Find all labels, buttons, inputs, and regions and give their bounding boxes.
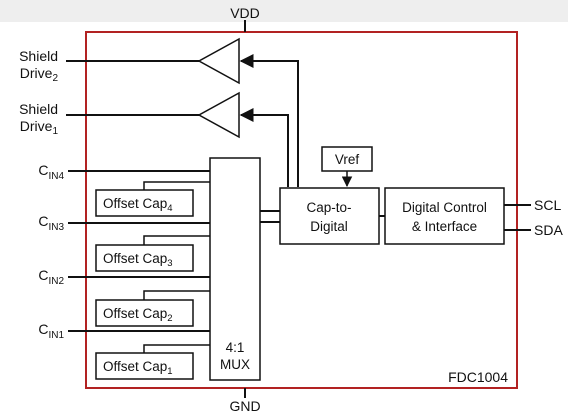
scl-label: SCL <box>534 197 561 213</box>
sda-label: SDA <box>534 222 563 238</box>
cin1-label-base: C <box>38 321 48 337</box>
offset-cap-2-label-sub: 2 <box>167 313 172 324</box>
shield-drive-2: Shield Drive2 <box>19 37 240 85</box>
cin3-label-sub: IN3 <box>48 222 64 233</box>
shield-drive-1-label-line2: Drive1 <box>20 118 59 137</box>
shield-drive-2-label-sub: 2 <box>52 73 58 84</box>
offset-cap-1-block <box>95 352 194 380</box>
offset-cap-3-label-sub: 3 <box>167 258 172 269</box>
chip-outline <box>85 31 518 389</box>
offset-cap-2-wire <box>143 290 210 300</box>
offset-cap-3-block <box>95 244 194 272</box>
offset-cap-1-label: Offset Cap1 <box>103 359 173 377</box>
digital-control-label-line1: Digital Control <box>402 200 487 215</box>
channel-cin2: CIN2 Offset Cap2 <box>38 267 210 327</box>
offset-cap-4-label-base: Offset Cap <box>103 196 167 211</box>
shield-drive-1-label-base: Drive <box>20 118 53 134</box>
digital-control-block <box>384 187 505 245</box>
mux-label-line2: MUX <box>220 357 250 372</box>
cin4-label-sub: IN4 <box>48 171 64 182</box>
offset-cap-2-label: Offset Cap2 <box>103 306 173 324</box>
mux-label-line1: 4:1 <box>226 340 245 355</box>
shield-drive-2-label-line1: Shield <box>19 48 58 64</box>
cin3-label: CIN3 <box>38 213 64 233</box>
offset-cap-3-wire <box>143 235 210 245</box>
cin2-label: CIN2 <box>38 267 64 287</box>
cap-to-digital-block <box>279 187 380 245</box>
cin2-label-sub: IN2 <box>48 276 64 287</box>
vref-block <box>321 146 373 172</box>
cap-to-digital-label-line1: Cap-to- <box>306 200 351 215</box>
cin3-label-base: C <box>38 213 48 229</box>
shield-drive-2-label-base: Drive <box>20 65 53 81</box>
cin4-label: CIN4 <box>38 162 64 182</box>
top-bar <box>0 0 568 22</box>
cin1-label-sub: IN1 <box>48 330 64 341</box>
cap-to-digital-label-line2: Digital <box>310 219 348 234</box>
cin2-label-base: C <box>38 267 48 283</box>
shield-feedback-path <box>239 54 299 187</box>
vdd-label: VDD <box>230 5 260 21</box>
shield-feedback-branch <box>239 108 289 187</box>
shield-drive-1-buffer <box>197 91 240 139</box>
offset-cap-3-label: Offset Cap3 <box>103 251 173 269</box>
shield-drive-1-label-sub: 1 <box>52 126 58 137</box>
vref-label: Vref <box>335 152 360 167</box>
channel-cin1: CIN1 Offset Cap1 <box>38 321 210 380</box>
offset-cap-2-block <box>95 299 194 327</box>
offset-cap-1-wire <box>143 344 210 353</box>
offset-cap-3-label-base: Offset Cap <box>103 251 167 266</box>
channel-cin4: CIN4 Offset Cap4 <box>38 162 210 217</box>
offset-cap-4-label: Offset Cap4 <box>103 196 173 214</box>
mux-block <box>209 157 261 381</box>
offset-cap-4-label-sub: 4 <box>167 203 172 214</box>
gnd-label: GND <box>229 398 260 412</box>
offset-cap-2-label-base: Offset Cap <box>103 306 167 321</box>
cin4-label-base: C <box>38 162 48 178</box>
offset-cap-4-wire <box>143 181 210 190</box>
shield-drive-1: Shield Drive1 <box>19 91 240 139</box>
offset-cap-1-label-base: Offset Cap <box>103 359 167 374</box>
shield-drive-1-label-line1: Shield <box>19 101 58 117</box>
shield-drive-2-buffer <box>197 37 240 85</box>
shield-drive-2-label-line2: Drive2 <box>20 65 59 84</box>
chip-name-label: FDC1004 <box>448 369 508 385</box>
offset-cap-1-label-sub: 1 <box>167 366 172 377</box>
channel-cin3: CIN3 Offset Cap3 <box>38 213 210 272</box>
cin1-label: CIN1 <box>38 321 64 341</box>
digital-control-label-line2: & Interface <box>412 219 477 234</box>
